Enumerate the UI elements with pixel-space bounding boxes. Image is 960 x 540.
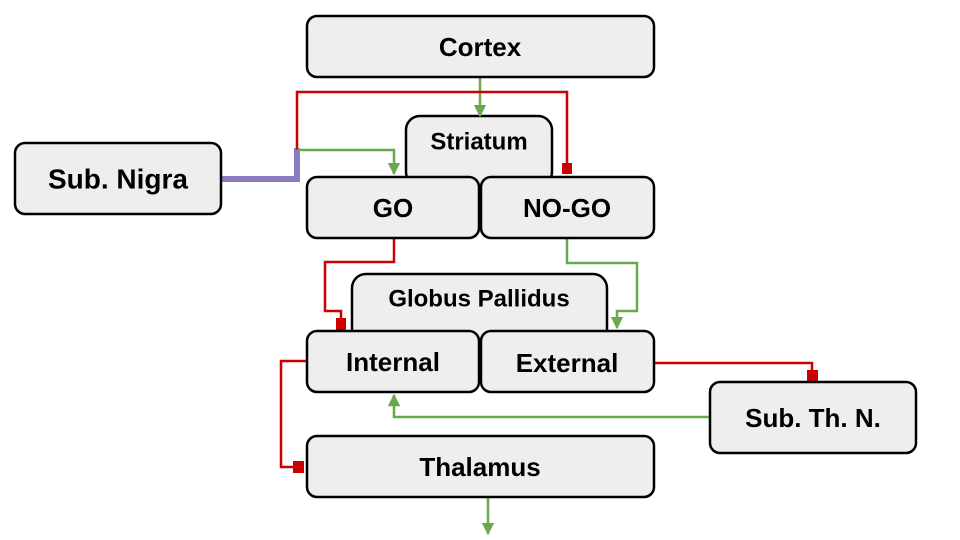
sub-th-n-label: Sub. Th. N. <box>745 403 881 433</box>
external-label: External <box>516 348 619 378</box>
external-to-subthn-connection <box>655 361 814 375</box>
inhibitory-terminal-nogo <box>562 163 572 174</box>
thalamus-label: Thalamus <box>419 452 540 482</box>
subthn-to-internal-connection <box>387 393 710 419</box>
go-box <box>305 175 481 240</box>
go-label: GO <box>373 193 413 223</box>
internal-to-thalamus-connection <box>279 359 307 469</box>
thalamus-box <box>305 434 656 499</box>
go-to-internal-connection <box>323 239 396 324</box>
inhibitory-terminal-internal <box>336 318 346 330</box>
inhibitory-terminal-thalamus <box>293 461 304 473</box>
striatum-label: Striatum <box>430 129 527 156</box>
sub-nigra-label: Sub. Nigra <box>48 164 188 195</box>
nogo-label: NO-GO <box>523 193 611 223</box>
sub-nigra-to-nogo-connection <box>295 90 569 167</box>
external-box <box>479 329 656 394</box>
inhibitory-terminal-subthn <box>807 370 818 381</box>
internal-label: Internal <box>346 347 440 377</box>
sub-nigra-to-go-connection <box>297 148 401 176</box>
nogo-box <box>479 175 656 240</box>
sub-nigra-box <box>13 141 223 216</box>
cortex-label: Cortex <box>439 32 522 62</box>
cortex-box <box>305 14 656 79</box>
internal-box <box>305 329 481 394</box>
connections <box>222 78 818 536</box>
sub-th-n-box <box>708 380 918 455</box>
sub-nigra-dopamine-connection <box>222 148 300 182</box>
nogo-to-external-connection <box>565 239 639 330</box>
globus-pallidus-label: Globus Pallidus <box>388 286 569 313</box>
